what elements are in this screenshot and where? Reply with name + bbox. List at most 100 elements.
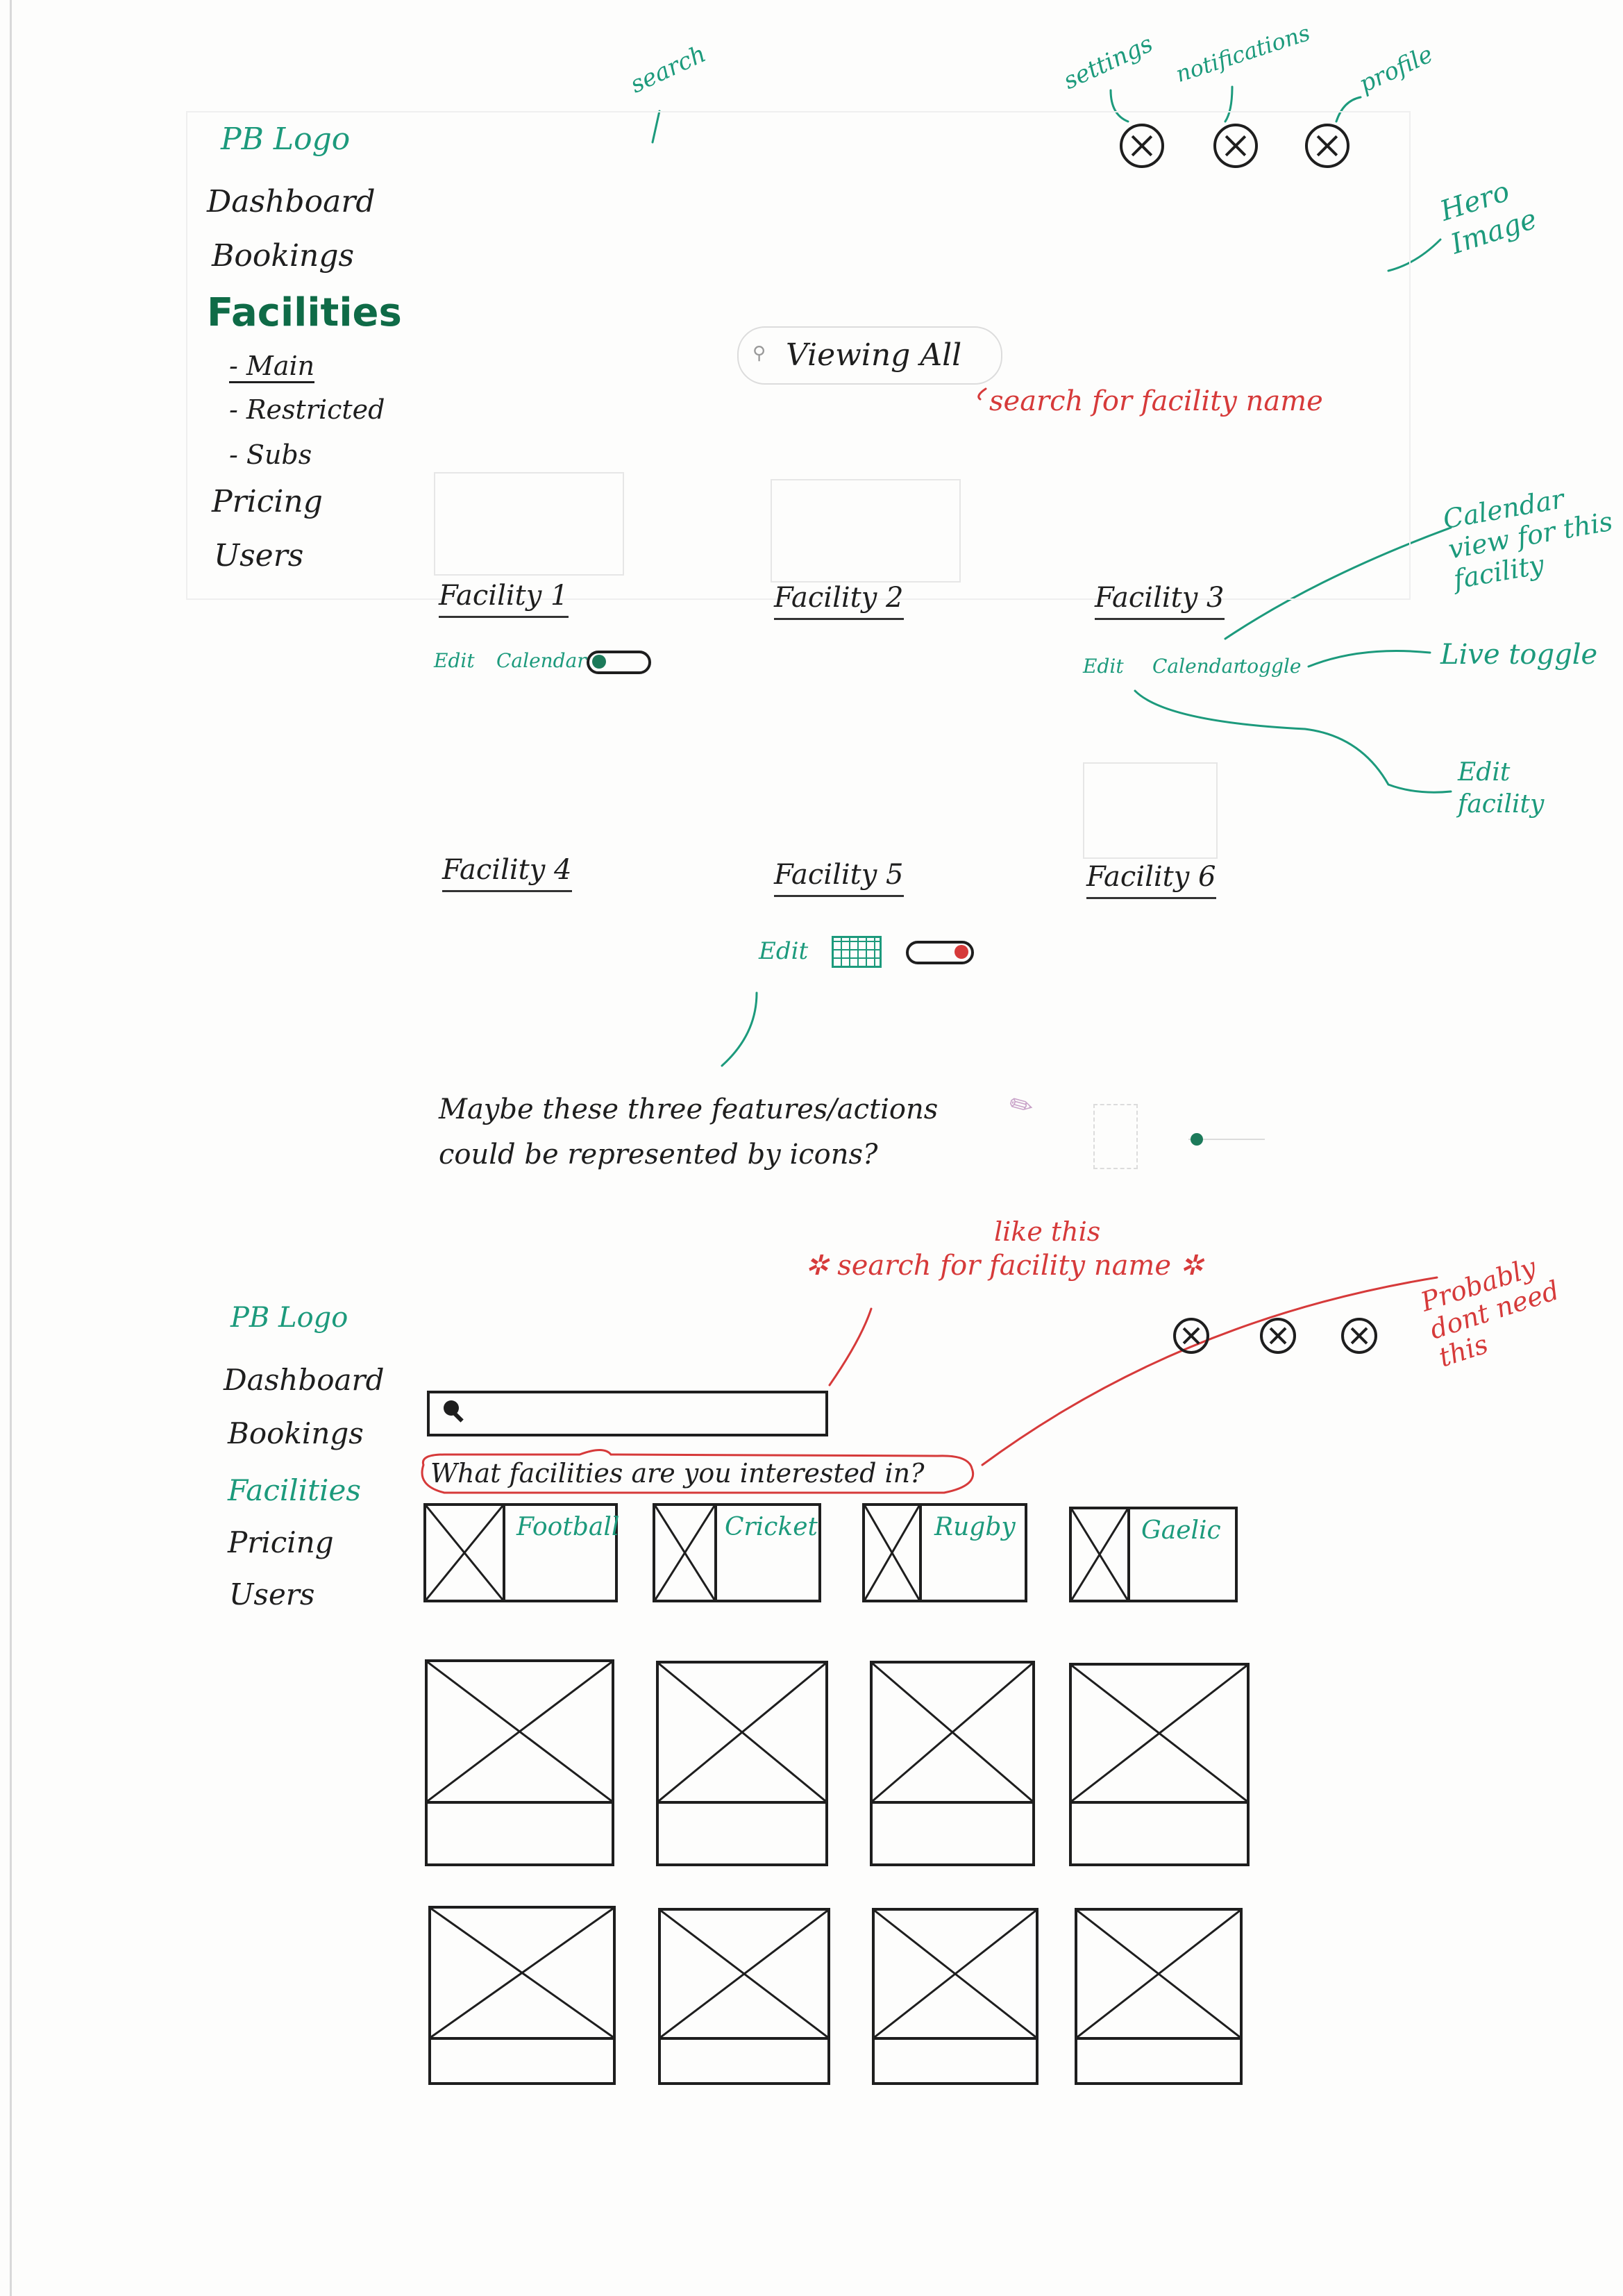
sidebar-item-dashboard[interactable]: Dashboard bbox=[224, 1363, 385, 1397]
facility-5-edit-link[interactable]: Edit bbox=[759, 937, 809, 965]
image-placeholder bbox=[875, 1911, 1036, 2040]
category-chip-football[interactable]: Football bbox=[423, 1503, 620, 1602]
search-hint-pointer bbox=[977, 387, 987, 401]
question-pointer bbox=[981, 1276, 1438, 1466]
facility-5-calendar-icon[interactable] bbox=[832, 936, 882, 968]
profile-icon[interactable] bbox=[1341, 1318, 1377, 1354]
image-placeholder bbox=[1072, 1666, 1247, 1804]
facility-title-6[interactable]: Facility 6 bbox=[1086, 861, 1216, 899]
annotation-like-this: like this bbox=[994, 1216, 1101, 1247]
facility-card[interactable] bbox=[658, 1908, 830, 2085]
facility-3-calendar-link[interactable]: Calendar bbox=[1152, 655, 1243, 678]
notifications-icon[interactable] bbox=[1260, 1318, 1296, 1354]
placeholder-cross bbox=[865, 1506, 919, 1600]
sidebar-logo: PB Logo bbox=[221, 121, 351, 157]
facility-card[interactable] bbox=[872, 1908, 1038, 2085]
hero-pointer bbox=[1387, 238, 1442, 272]
sidebar-item-pricing[interactable]: Pricing bbox=[228, 1525, 334, 1559]
facility-title-1[interactable]: Facility 1 bbox=[439, 580, 569, 618]
sidebar-item-facilities[interactable]: Facilities bbox=[207, 290, 402, 335]
placeholder-cross bbox=[1072, 1509, 1127, 1600]
facility-5-live-toggle[interactable] bbox=[906, 941, 974, 964]
category-label: Football bbox=[516, 1513, 620, 1541]
facility-title-5[interactable]: Facility 5 bbox=[774, 859, 904, 897]
facility-card[interactable] bbox=[1069, 1663, 1250, 1866]
placeholder-cross bbox=[1077, 1911, 1240, 2037]
paper-edge bbox=[10, 0, 12, 2296]
facility-image-2 bbox=[771, 479, 961, 583]
note-line-2: could be represented by icons? bbox=[439, 1139, 878, 1171]
placeholder-cross bbox=[655, 1506, 714, 1600]
image-placeholder bbox=[1072, 1509, 1130, 1600]
search-pointer bbox=[651, 110, 661, 144]
sidebar-sub-main[interactable]: - Main bbox=[229, 351, 315, 383]
hero-frame bbox=[186, 111, 1411, 600]
facility-image-6 bbox=[1083, 762, 1218, 859]
annotation-live-toggle: Live toggle bbox=[1440, 639, 1598, 671]
facility-card[interactable] bbox=[1075, 1908, 1243, 2085]
placeholder-cross bbox=[873, 1664, 1032, 1801]
image-placeholder bbox=[873, 1664, 1032, 1804]
sidebar-item-pricing[interactable]: Pricing bbox=[212, 484, 323, 519]
placeholder-cross bbox=[428, 1662, 612, 1801]
placeholder-cross bbox=[661, 1911, 827, 2037]
calendar-icon bbox=[1093, 1104, 1138, 1169]
search-pill[interactable]: ⚲ Viewing All bbox=[737, 326, 1002, 385]
image-placeholder bbox=[661, 1911, 827, 2040]
facility-image-1 bbox=[434, 472, 624, 576]
sidebar-sub-subs[interactable]: - Subs bbox=[229, 439, 312, 470]
notifications-icon[interactable] bbox=[1213, 124, 1258, 168]
image-placeholder bbox=[865, 1506, 922, 1600]
search-pill-text: Viewing All bbox=[786, 337, 962, 373]
placeholder-cross bbox=[1072, 1666, 1247, 1801]
settings-icon[interactable] bbox=[1120, 124, 1164, 168]
facility-1-live-toggle[interactable] bbox=[587, 651, 651, 674]
sidebar-item-dashboard[interactable]: Dashboard bbox=[207, 184, 376, 219]
note-line-1: Maybe these three features/actions bbox=[439, 1093, 939, 1125]
settings-icon[interactable] bbox=[1173, 1318, 1209, 1354]
placeholder-cross bbox=[875, 1911, 1036, 2037]
facility-1-edit-link[interactable]: Edit bbox=[434, 649, 475, 672]
profile-icon[interactable] bbox=[1305, 124, 1349, 168]
facility-title-4[interactable]: Facility 4 bbox=[442, 854, 572, 892]
facility-3-edit-link[interactable]: Edit bbox=[1083, 655, 1124, 678]
placeholder-cross bbox=[659, 1664, 825, 1801]
facility-3-toggle-link[interactable]: toggle bbox=[1239, 655, 1302, 678]
toggle-knob bbox=[955, 945, 968, 959]
sidebar-sub-restricted[interactable]: - Restricted bbox=[229, 394, 385, 425]
sidebar-item-users[interactable]: Users bbox=[229, 1577, 315, 1611]
search-input[interactable] bbox=[427, 1391, 828, 1436]
facility-card[interactable] bbox=[870, 1661, 1035, 1866]
facility-title-2[interactable]: Facility 2 bbox=[774, 582, 904, 620]
note-pointer bbox=[721, 991, 758, 1067]
facility-1-calendar-link[interactable]: Calendar bbox=[496, 649, 587, 672]
settings-pointer bbox=[1109, 89, 1129, 123]
image-placeholder bbox=[1077, 1911, 1240, 2040]
search-bar-pointer bbox=[828, 1307, 873, 1386]
sidebar-item-facilities[interactable]: Facilities bbox=[228, 1473, 361, 1507]
annotation-search-hint-2: ✲ search for facility name ✲ bbox=[805, 1250, 1204, 1282]
sidebar-item-bookings[interactable]: Bookings bbox=[228, 1416, 364, 1450]
category-chip-rugby[interactable]: Rugby bbox=[862, 1503, 1027, 1602]
category-chip-gaelic[interactable]: Gaelic bbox=[1069, 1507, 1238, 1602]
category-label: Rugby bbox=[934, 1513, 1016, 1541]
facility-card[interactable] bbox=[428, 1906, 616, 2085]
profile-pointer bbox=[1335, 96, 1362, 123]
category-chip-cricket[interactable]: Cricket bbox=[653, 1503, 821, 1602]
image-placeholder bbox=[655, 1506, 717, 1600]
sidebar-item-users[interactable]: Users bbox=[214, 538, 304, 573]
toggle-knob bbox=[592, 655, 606, 669]
facility-card[interactable] bbox=[425, 1659, 614, 1866]
placeholder-cross bbox=[426, 1506, 503, 1600]
sidebar-logo: PB Logo bbox=[230, 1302, 348, 1334]
edit-facility-pointer bbox=[1134, 689, 1452, 794]
question-outline bbox=[421, 1449, 974, 1494]
facility-title-3[interactable]: Facility 3 bbox=[1095, 582, 1225, 620]
toggle-icon bbox=[1191, 1133, 1203, 1146]
image-placeholder bbox=[428, 1662, 612, 1804]
category-label: Gaelic bbox=[1141, 1516, 1221, 1545]
image-placeholder bbox=[431, 1909, 613, 2040]
sidebar-item-bookings[interactable]: Bookings bbox=[212, 238, 355, 274]
annotation-search-hint-2-text: search for facility name bbox=[837, 1250, 1172, 1282]
facility-card[interactable] bbox=[656, 1661, 828, 1866]
